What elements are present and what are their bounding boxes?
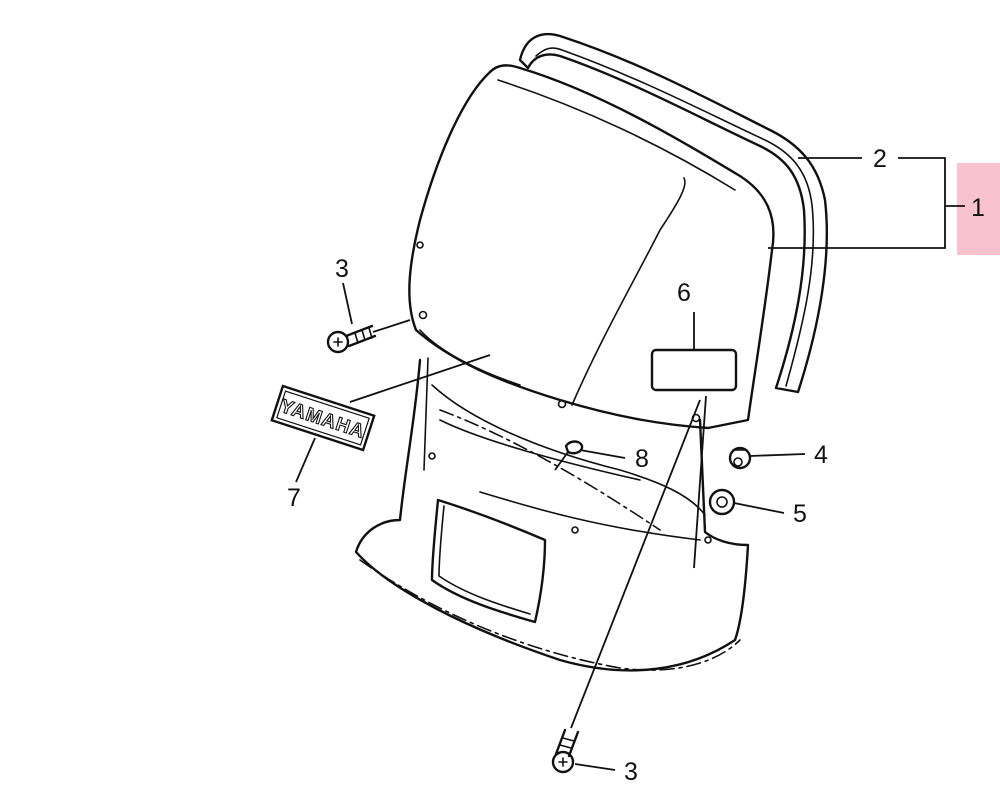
callout-2: 2 — [873, 145, 887, 173]
windshield-screen[interactable] — [408, 64, 775, 430]
leader-lines — [295, 157, 965, 771]
callout-3-upper: 3 — [335, 255, 349, 283]
callout-1-highlight — [957, 163, 1000, 255]
callout-6: 6 — [677, 279, 691, 307]
bolt-lower[interactable] — [551, 728, 580, 774]
callout-7: 7 — [287, 484, 301, 512]
caution-label[interactable] — [650, 348, 738, 392]
windshield-trim[interactable] — [518, 32, 828, 394]
callout-4: 4 — [814, 441, 828, 469]
callout-3-lower: 3 — [624, 758, 638, 786]
grommet-5[interactable] — [708, 488, 736, 516]
yamaha-emblem[interactable]: YAMAHA — [270, 384, 376, 452]
bolt-upper[interactable] — [326, 324, 377, 354]
callout-8: 8 — [635, 445, 649, 473]
callout-1: 1 — [971, 194, 985, 222]
clip-8[interactable] — [564, 440, 584, 455]
fairing-cowling[interactable] — [354, 357, 750, 672]
nut-4[interactable] — [728, 446, 752, 470]
callout-5: 5 — [793, 500, 807, 528]
